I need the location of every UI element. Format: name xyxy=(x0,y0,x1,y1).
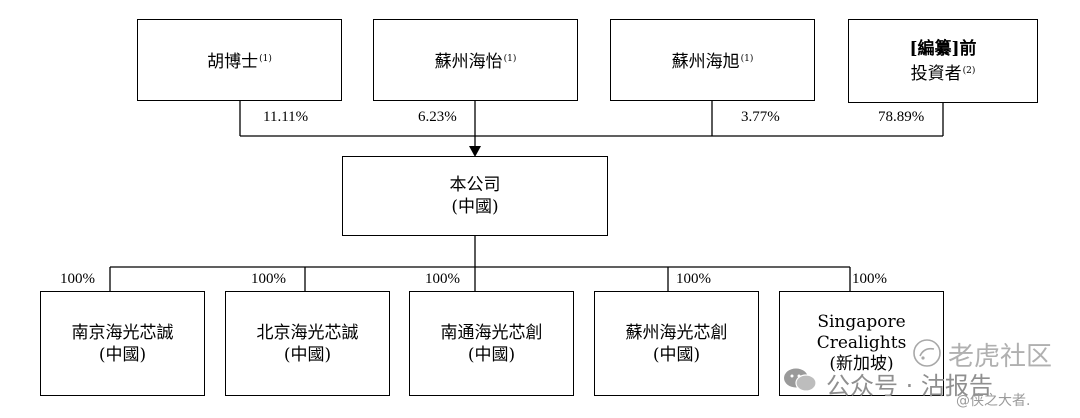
subsidiary-name-line1: Singapore xyxy=(817,312,906,332)
subsidiary-name-line2: Crealights xyxy=(816,333,907,353)
subsidiary-jurisdiction: (中國) xyxy=(98,344,147,365)
company-jurisdiction: (中國) xyxy=(451,197,499,217)
company-box: 本公司 (中國) xyxy=(342,156,608,236)
tiger-community-logo-icon xyxy=(913,339,941,367)
footnote-ref: (2) xyxy=(962,65,976,76)
shareholder-name-line1: [編纂]前 xyxy=(909,38,977,59)
subsidiary-name: 南京海光芯誠 xyxy=(71,322,174,343)
subsidiary-pct-beijing: 100% xyxy=(251,271,286,287)
subsidiary-jurisdiction: (新加坡) xyxy=(829,354,894,374)
watermark-author: @侠之大者. xyxy=(956,393,1031,409)
shareholder-box-suzhou-haixu: 蘇州海旭(1) xyxy=(610,19,815,101)
watermark-tiger-community: 老虎社区 xyxy=(948,342,1053,372)
shareholding-pct-dr-hu: 11.11% xyxy=(263,109,309,125)
subsidiary-name: 北京海光芯誠 xyxy=(256,322,359,343)
subsidiary-name: 蘇州海光芯創 xyxy=(625,322,728,343)
shareholding-pct-suzhou-haixu: 3.77% xyxy=(741,109,780,125)
footnote-ref: (1) xyxy=(259,53,272,64)
shareholding-pct-pre-ipo-investors: 78.89% xyxy=(878,109,925,125)
shareholder-box-suzhou-haiyi: 蘇州海怡(1) xyxy=(373,19,578,101)
subsidiary-box-suzhou: 蘇州海光芯創 (中國) xyxy=(594,291,759,396)
watermark-wechat-account: 公众号 · 沽报告 xyxy=(826,372,993,400)
subsidiary-pct-singapore: 100% xyxy=(852,271,887,287)
shareholder-box-pre-ipo-investors: [編纂]前 投資者(2) xyxy=(848,19,1038,103)
shareholder-name: 蘇州海旭 xyxy=(671,51,740,72)
shareholder-name: 蘇州海怡 xyxy=(434,51,503,72)
subsidiary-pct-nantong: 100% xyxy=(425,271,460,287)
company-name: 本公司 xyxy=(449,175,501,195)
subsidiary-box-beijing: 北京海光芯誠 (中國) xyxy=(225,291,390,396)
subsidiary-jurisdiction: (中國) xyxy=(467,344,516,365)
shareholding-pct-suzhou-haiyi: 6.23% xyxy=(418,109,457,125)
subsidiary-box-nantong: 南通海光芯創 (中國) xyxy=(409,291,574,396)
shareholder-box-dr-hu: 胡博士(1) xyxy=(137,19,342,101)
subsidiary-pct-suzhou: 100% xyxy=(676,271,711,287)
shareholder-name: 胡博士 xyxy=(207,51,259,72)
subsidiary-pct-nanjing: 100% xyxy=(60,271,95,287)
footnote-ref: (1) xyxy=(740,53,754,64)
wechat-icon xyxy=(784,368,817,392)
footnote-ref: (1) xyxy=(503,53,517,64)
shareholder-name-line2: 投資者 xyxy=(910,63,962,84)
subsidiary-box-nanjing: 南京海光芯誠 (中國) xyxy=(40,291,205,396)
subsidiary-jurisdiction: (中國) xyxy=(283,344,332,365)
subsidiary-jurisdiction: (中國) xyxy=(652,344,701,365)
subsidiary-name: 南通海光芯創 xyxy=(440,322,543,343)
